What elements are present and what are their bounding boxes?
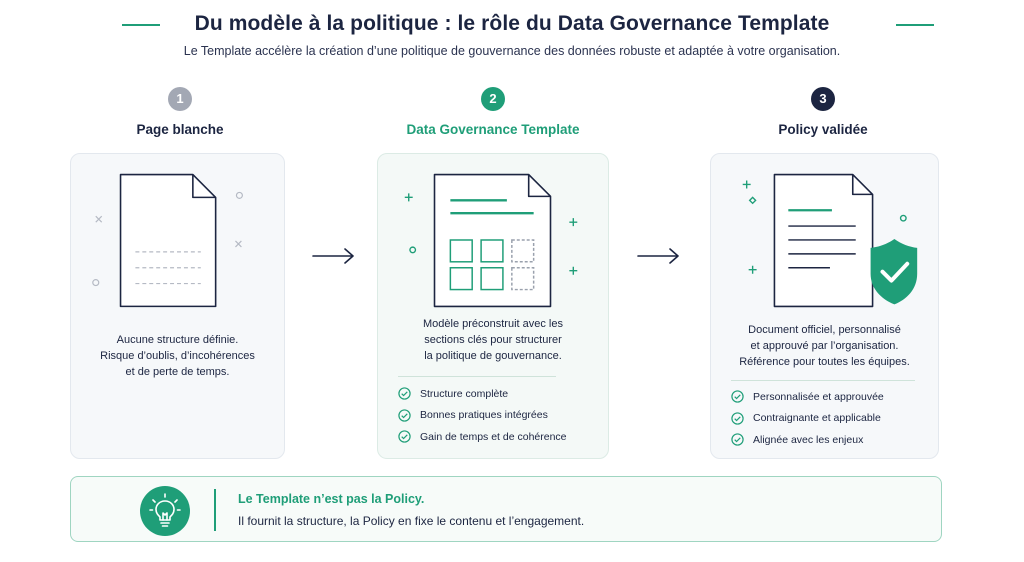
check-item: Structure complète: [398, 383, 567, 405]
card-blank-page-description: Aucune structure définie. Risque d’oubli…: [71, 332, 284, 380]
description-line: et approuvé par l’organisation.: [750, 340, 899, 352]
description-line: Risque d’oublis, d’incohérences: [100, 350, 255, 362]
check-circle-icon: [398, 387, 411, 400]
card-template-checklist: Structure complète Bonnes pratiques inté…: [398, 383, 567, 448]
step-3-number: 3: [811, 87, 835, 111]
description-line: sections clés pour structurer: [424, 334, 562, 346]
card-template: Modèle préconstruit avec les sections cl…: [377, 153, 609, 459]
banner-heading: Le Template n’est pas la Policy.: [238, 492, 425, 506]
check-item: Alignée avec les enjeux: [731, 429, 884, 451]
description-line: Modèle préconstruit avec les: [422, 318, 563, 330]
lightbulb-icon-badge: [140, 486, 190, 536]
step-3-title: Policy validée: [778, 122, 868, 137]
banner-body: Il fournit la structure, la Policy en fi…: [238, 514, 585, 528]
check-label: Bonnes pratiques intégrées: [420, 409, 548, 422]
card-divider: [731, 380, 915, 381]
check-item: Bonnes pratiques intégrées: [398, 405, 567, 427]
card-blank-page: Aucune structure définie. Risque d’oubli…: [70, 153, 285, 459]
key-message-banner: Le Template n’est pas la Policy. Il four…: [70, 476, 942, 542]
lightbulb-icon: [149, 493, 181, 527]
step-2-title: Data Governance Template: [406, 122, 580, 137]
page-subtitle: Le Template accélère la création d’une p…: [183, 44, 841, 58]
arrow-right-icon: [312, 248, 354, 264]
description-line: la politique de gouvernance.: [424, 350, 562, 362]
description-line: et de perte de temps.: [125, 366, 230, 378]
card-validated-policy-description: Document officiel, personnalisé et appro…: [711, 322, 938, 370]
check-circle-icon: [731, 412, 744, 425]
description-line: Référence pour toutes les équipes.: [739, 356, 910, 368]
step-1-title: Page blanche: [136, 122, 224, 137]
check-label: Contraignante et applicable: [753, 412, 881, 425]
card-divider: [398, 376, 556, 377]
blank-document-icon: [92, 173, 243, 308]
header: Du modèle à la politique : le rôle du Da…: [0, 12, 1024, 40]
page-title: Du modèle à la politique : le rôle du Da…: [194, 12, 830, 35]
description-line: Document officiel, personnalisé: [748, 324, 901, 336]
check-label: Alignée avec les enjeux: [753, 433, 864, 446]
description-line: Aucune structure définie.: [116, 334, 239, 346]
check-circle-icon: [731, 390, 744, 403]
title-decor-line-right: [896, 24, 934, 26]
step-2-number: 2: [481, 87, 505, 111]
title-decor-line-left: [122, 24, 160, 26]
check-circle-icon: [398, 430, 411, 443]
check-item: Contraignante et applicable: [731, 408, 884, 430]
check-circle-icon: [731, 433, 744, 446]
card-template-description: Modèle préconstruit avec les sections cl…: [378, 316, 608, 364]
check-label: Gain de temps et de cohérence: [420, 430, 567, 443]
check-label: Personnalisée et approuvée: [753, 390, 884, 403]
card-validated-policy: Document officiel, personnalisé et appro…: [710, 153, 939, 459]
template-document-icon: [404, 173, 578, 308]
check-item: Gain de temps et de cohérence: [398, 426, 567, 448]
banner-separator: [214, 489, 216, 531]
step-1-number: 1: [168, 87, 192, 111]
check-label: Structure complète: [420, 387, 509, 400]
shield-check-document-icon: [742, 173, 918, 308]
arrow-right-icon: [637, 248, 679, 264]
check-circle-icon: [398, 409, 411, 422]
card-validated-policy-checklist: Personnalisée et approuvée Contraignante…: [731, 386, 884, 451]
check-item: Personnalisée et approuvée: [731, 386, 884, 408]
